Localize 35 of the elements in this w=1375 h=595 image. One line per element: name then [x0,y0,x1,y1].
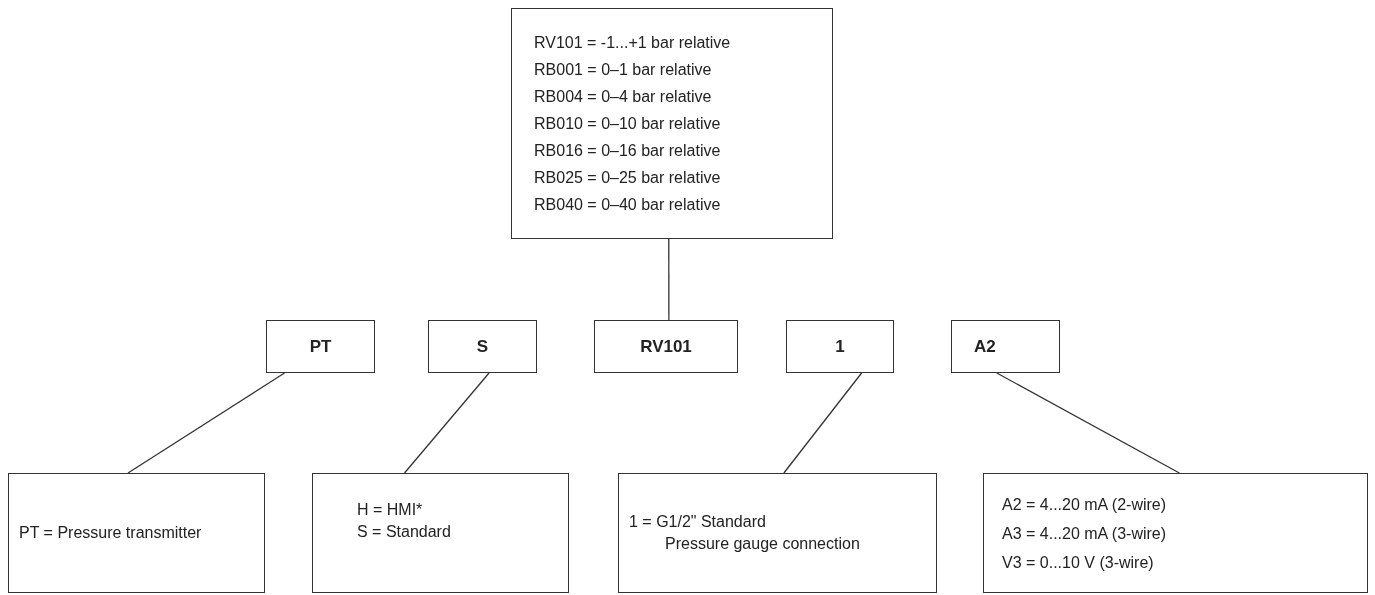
definition-text: V3 = 0...10 V (3-wire) [1002,552,1154,573]
code-box [951,320,1060,373]
definition-text: RB010 = 0–10 bar relative [534,114,721,134]
code-box [266,320,375,373]
definition-box [312,473,569,593]
definition-text: RB016 = 0–16 bar relative [534,141,721,161]
code-label: PT [309,335,332,358]
connector-line [127,372,286,474]
definition-box [511,8,833,239]
definition-text: H = HMI* [357,500,423,520]
code-box [428,320,537,373]
definition-text: S = Standard [357,522,451,542]
connector-line [783,372,863,474]
definition-box [8,473,265,593]
connector-line [668,238,670,321]
definition-text: RB025 = 0–25 bar relative [534,168,721,188]
definition-text: PT = Pressure transmitter [19,523,202,543]
connector-line [996,372,1180,474]
definition-text: Pressure gauge connection [664,534,860,554]
definition-text: RB001 = 0–1 bar relative [534,60,712,80]
code-box [594,320,738,373]
code-label: S [476,335,489,358]
definition-text: RB040 = 0–40 bar relative [534,195,721,215]
code-label: 1 [835,335,845,358]
definition-text: A3 = 4...20 mA (3-wire) [1002,523,1167,544]
code-label: RV101 [640,335,692,358]
definition-text: A2 = 4...20 mA (2-wire) [1002,494,1167,515]
connector-line [403,372,490,474]
definition-text: 1 = G1/2" Standard [629,512,766,532]
definition-text: RB004 = 0–4 bar relative [534,87,712,107]
definition-box [983,473,1368,593]
definition-box [618,473,937,593]
definition-text: RV101 = -1...+1 bar relative [534,33,731,53]
code-label: A2 [974,335,996,358]
code-box [786,320,894,373]
